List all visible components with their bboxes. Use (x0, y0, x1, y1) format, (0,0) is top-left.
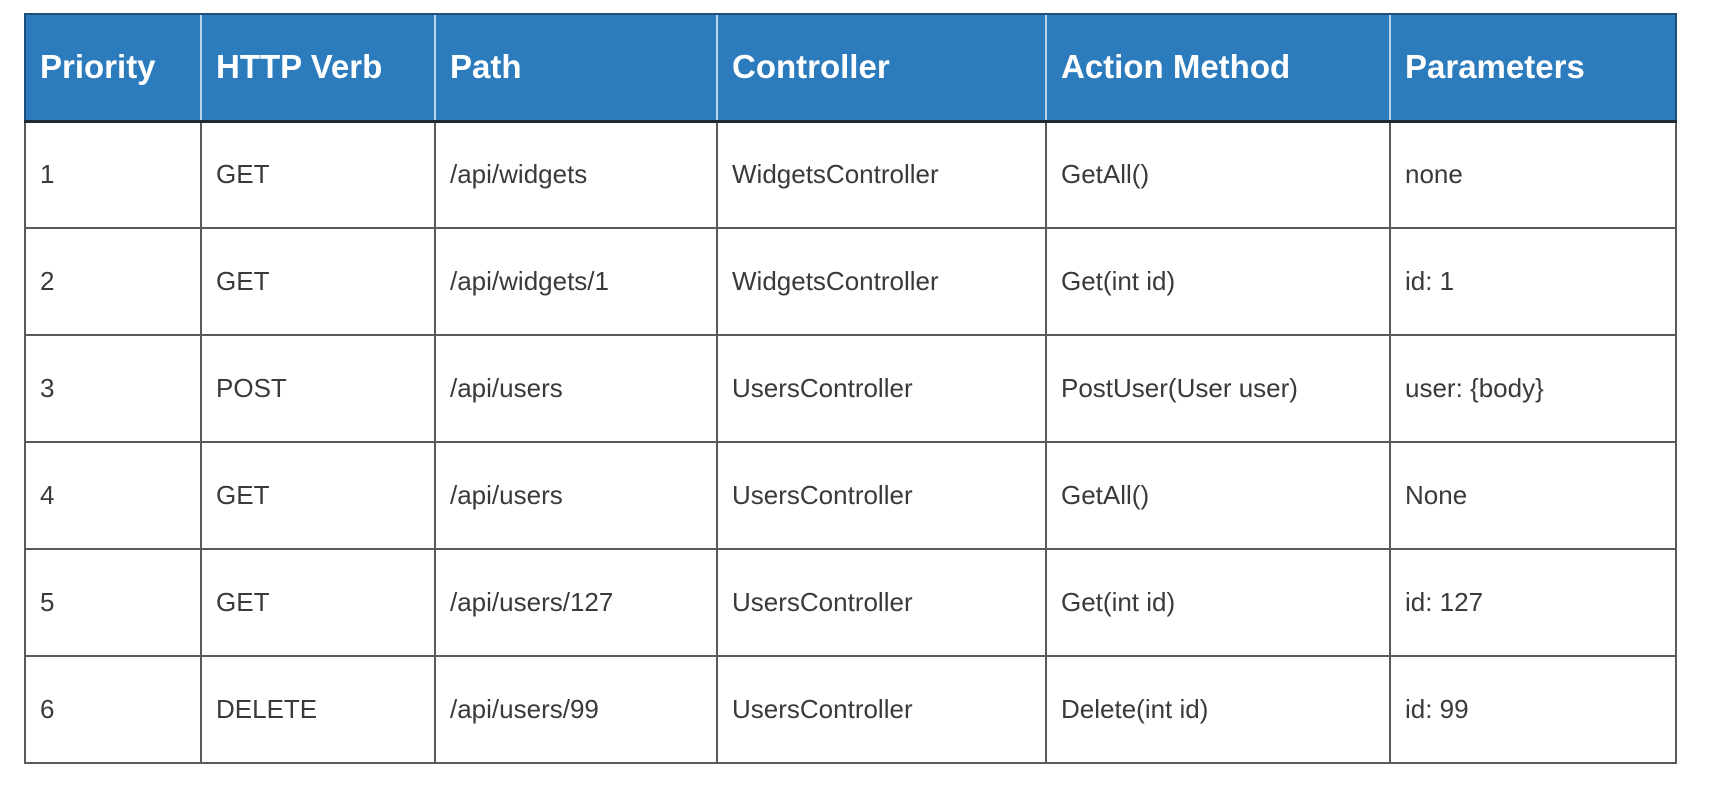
cell-http-verb: DELETE (200, 655, 436, 764)
routing-table-container: Priority HTTP Verb Path Controller Actio… (24, 13, 1677, 764)
cell-controller: UsersController (716, 441, 1047, 550)
cell-path: /api/users (434, 441, 718, 550)
cell-controller: UsersController (716, 334, 1047, 443)
cell-parameters: user: {body} (1389, 334, 1677, 443)
table-row: 4 GET /api/users UsersController GetAll(… (24, 441, 1677, 550)
cell-parameters: None (1389, 441, 1677, 550)
cell-http-verb: POST (200, 334, 436, 443)
cell-action-method: Get(int id) (1045, 548, 1391, 657)
header-priority: Priority (24, 13, 201, 123)
header-row: Priority HTTP Verb Path Controller Actio… (24, 13, 1677, 123)
cell-controller: UsersController (716, 548, 1047, 657)
cell-path: /api/users/99 (434, 655, 718, 764)
table-row: 1 GET /api/widgets WidgetsController Get… (24, 120, 1677, 229)
cell-priority: 1 (24, 120, 202, 229)
header-http-verb: HTTP Verb (200, 13, 435, 123)
cell-priority: 5 (24, 548, 202, 657)
cell-parameters: id: 99 (1389, 655, 1677, 764)
cell-http-verb: GET (200, 120, 436, 229)
table-row: 2 GET /api/widgets/1 WidgetsController G… (24, 227, 1677, 336)
cell-path: /api/users/127 (434, 548, 718, 657)
cell-action-method: Get(int id) (1045, 227, 1391, 336)
cell-parameters: id: 127 (1389, 548, 1677, 657)
table-row: 3 POST /api/users UsersController PostUs… (24, 334, 1677, 443)
header-path: Path (434, 13, 717, 123)
cell-path: /api/users (434, 334, 718, 443)
cell-priority: 4 (24, 441, 202, 550)
cell-http-verb: GET (200, 227, 436, 336)
cell-controller: UsersController (716, 655, 1047, 764)
cell-priority: 6 (24, 655, 202, 764)
routing-table: Priority HTTP Verb Path Controller Actio… (24, 13, 1677, 764)
cell-path: /api/widgets (434, 120, 718, 229)
cell-priority: 2 (24, 227, 202, 336)
cell-action-method: PostUser(User user) (1045, 334, 1391, 443)
cell-controller: WidgetsController (716, 227, 1047, 336)
cell-http-verb: GET (200, 548, 436, 657)
table-header: Priority HTTP Verb Path Controller Actio… (24, 13, 1677, 123)
cell-action-method: GetAll() (1045, 441, 1391, 550)
cell-http-verb: GET (200, 441, 436, 550)
table-row: 6 DELETE /api/users/99 UsersController D… (24, 655, 1677, 764)
cell-parameters: id: 1 (1389, 227, 1677, 336)
table-row: 5 GET /api/users/127 UsersController Get… (24, 548, 1677, 657)
cell-parameters: none (1389, 120, 1677, 229)
cell-priority: 3 (24, 334, 202, 443)
cell-action-method: GetAll() (1045, 120, 1391, 229)
header-action-method: Action Method (1045, 13, 1390, 123)
header-parameters: Parameters (1389, 13, 1677, 123)
header-controller: Controller (716, 13, 1046, 123)
cell-action-method: Delete(int id) (1045, 655, 1391, 764)
cell-path: /api/widgets/1 (434, 227, 718, 336)
cell-controller: WidgetsController (716, 120, 1047, 229)
table-body: 1 GET /api/widgets WidgetsController Get… (24, 120, 1677, 764)
